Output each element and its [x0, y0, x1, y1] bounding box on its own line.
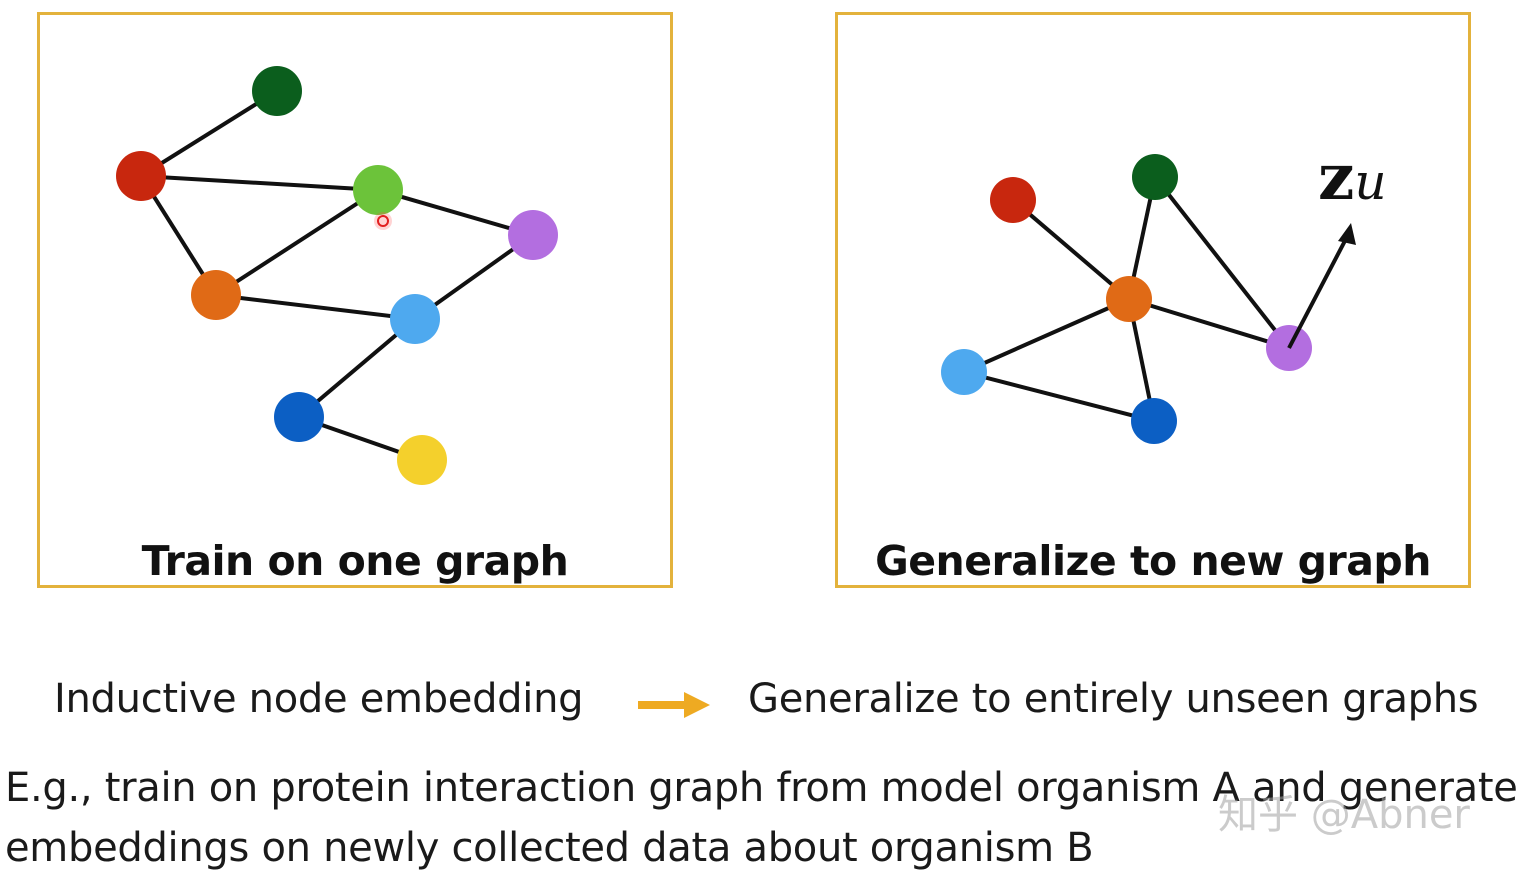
- embedding-label: zu: [1318, 140, 1387, 215]
- node-n-green: [353, 165, 403, 215]
- node-n-yellow: [397, 435, 447, 485]
- train-graph-caption: Train on one graph: [141, 537, 569, 585]
- example-text-line-2: embeddings on newly collected data about…: [5, 825, 1094, 871]
- new-graph-caption: Generalize to new graph: [875, 537, 1431, 585]
- node-n-red: [116, 151, 166, 201]
- edge-m-darkgreen-m-purple: [1153, 175, 1291, 350]
- edge-n-darkgreen-n-red: [139, 89, 279, 178]
- node-m-darkgreen: [1132, 154, 1178, 200]
- watermark: 知乎 @Abner: [1218, 792, 1470, 838]
- train-graph-panel: Train on one graph: [37, 12, 673, 588]
- embedding-label-u: u: [1354, 153, 1387, 211]
- embedding-arrow: [1287, 234, 1350, 349]
- train-graph-canvas: [116, 66, 558, 485]
- cursor-pointer-icon: [374, 212, 392, 230]
- embedding-label-z: z: [1318, 140, 1355, 215]
- node-n-purple: [508, 210, 558, 260]
- edge-n-green-n-orange: [214, 188, 380, 297]
- edge-n-red-n-green: [140, 174, 379, 192]
- edge-m-red-m-orange: [1011, 198, 1131, 301]
- embedding-arrowhead: [1338, 223, 1356, 245]
- edge-m-orange-m-lightblue: [963, 297, 1130, 374]
- new-graph-canvas: [941, 154, 1356, 444]
- example-text-line-1: E.g., train on protein interaction graph…: [5, 765, 1518, 811]
- generalize-label: Generalize to entirely unseen graphs: [748, 676, 1479, 722]
- new-graph-panel: Generalize to new graph: [835, 12, 1471, 588]
- node-m-lightblue: [941, 349, 987, 395]
- edge-m-orange-m-purple: [1128, 297, 1290, 350]
- node-m-orange: [1106, 276, 1152, 322]
- node-n-blue: [274, 392, 324, 442]
- edge-m-lightblue-m-blue: [963, 370, 1155, 423]
- node-m-blue: [1131, 398, 1177, 444]
- right-arrow-icon: [638, 692, 710, 718]
- edge-n-orange-n-lightblue: [215, 293, 416, 321]
- node-m-red: [990, 177, 1036, 223]
- edge-n-green-n-purple: [377, 188, 534, 237]
- node-n-lightblue: [390, 294, 440, 344]
- edge-n-lightblue-n-blue: [297, 317, 417, 419]
- node-n-orange: [191, 270, 241, 320]
- node-n-darkgreen: [252, 66, 302, 116]
- inductive-label: Inductive node embedding: [54, 676, 584, 722]
